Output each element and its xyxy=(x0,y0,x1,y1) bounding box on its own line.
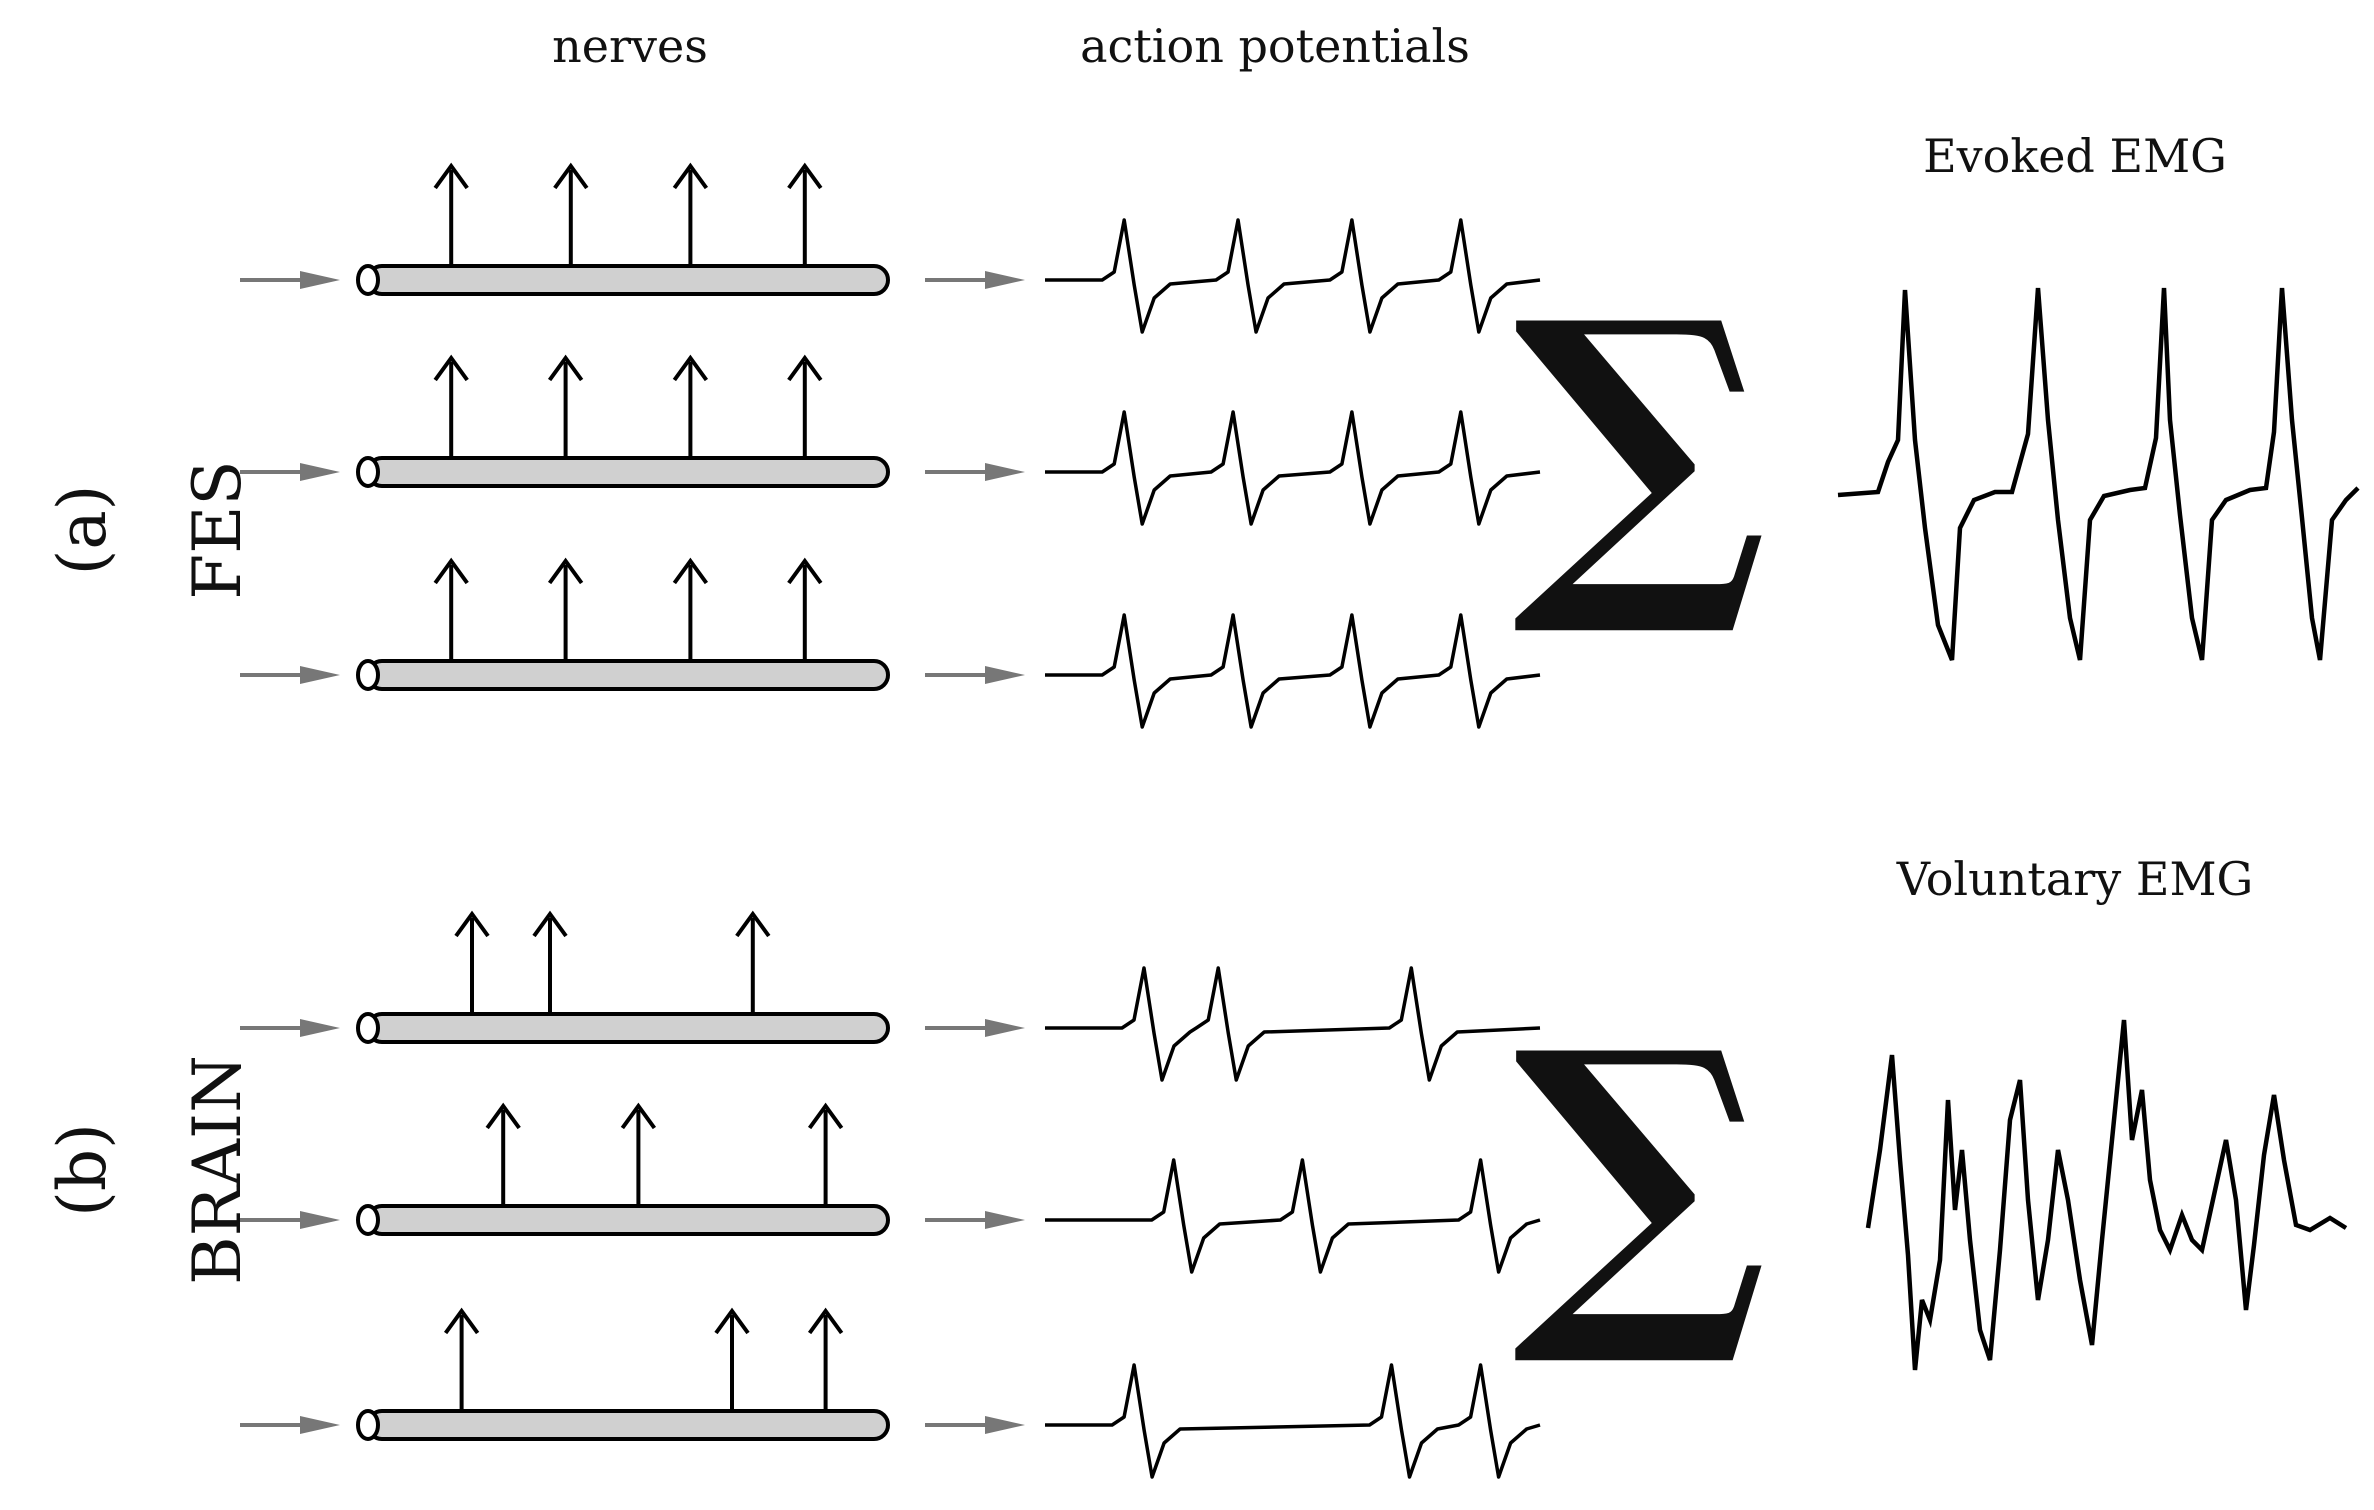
nerve-fiber-end xyxy=(356,1409,380,1441)
spike-arrowhead xyxy=(433,354,469,382)
output-arrowhead xyxy=(985,1211,1025,1229)
spike-arrowhead xyxy=(807,1307,844,1335)
fiber-row xyxy=(240,1102,1541,1274)
output-arrowhead xyxy=(985,1019,1025,1037)
fiber-row xyxy=(240,557,1541,729)
spike-arrowhead xyxy=(485,1102,521,1130)
spike-arrowhead xyxy=(672,557,709,585)
output-arrowhead xyxy=(985,1416,1025,1434)
spike-arrowhead xyxy=(787,162,823,190)
spike-arrowhead xyxy=(620,1102,657,1130)
action-potential-trace xyxy=(1045,1158,1541,1274)
output-arrowhead xyxy=(985,463,1025,481)
input-arrowhead xyxy=(300,1019,340,1037)
action-potentials-header: action potentials xyxy=(1080,19,1470,73)
nerve-fiber-end xyxy=(356,264,380,296)
spike-arrowhead xyxy=(787,354,823,382)
fes-label: FES xyxy=(179,460,256,599)
spike-arrowhead xyxy=(454,910,490,938)
spike-arrowhead xyxy=(443,1307,480,1335)
nerves-header: nerves xyxy=(552,19,708,73)
nerve-fiber xyxy=(366,1204,890,1236)
spike-arrowhead xyxy=(672,354,709,382)
nerve-fiber xyxy=(366,659,890,691)
panel-a: (a) FES Evoked EMG ∑ xyxy=(44,129,2360,729)
input-arrowhead xyxy=(300,271,340,289)
input-arrowhead xyxy=(300,1416,340,1434)
spike-arrowhead xyxy=(672,162,709,190)
panel-a-label: (a) xyxy=(44,485,121,576)
panel-b: (b) BRAIN Voluntary EMG ∑ xyxy=(44,852,2348,1479)
fiber-row xyxy=(240,1307,1541,1479)
nerve-fiber xyxy=(366,456,890,488)
input-arrowhead xyxy=(300,1211,340,1229)
voluntary-emg-title: Voluntary EMG xyxy=(1896,852,2254,906)
input-arrowhead xyxy=(300,666,340,684)
voluntary-emg-trace xyxy=(1865,1019,2348,1371)
nerve-fiber xyxy=(366,1012,890,1044)
sum-symbol-a: ∑ xyxy=(1512,247,1768,646)
fiber-row xyxy=(240,354,1541,526)
spike-arrowhead xyxy=(714,1307,750,1335)
action-potential-trace xyxy=(1045,613,1541,729)
spike-arrowhead xyxy=(547,557,584,585)
evoked-emg-title: Evoked EMG xyxy=(1923,129,2227,183)
action-potential-trace xyxy=(1045,966,1541,1082)
fiber-row xyxy=(240,910,1541,1082)
action-potential-trace xyxy=(1045,218,1541,334)
fibers-b xyxy=(240,910,1541,1479)
nerve-fiber xyxy=(366,1409,890,1441)
panel-b-label: (b) xyxy=(44,1123,121,1217)
nerve-fiber-end xyxy=(356,456,380,488)
nerve-fiber xyxy=(366,264,890,296)
spike-arrowhead xyxy=(433,162,469,190)
nerve-fiber-end xyxy=(356,1204,380,1236)
sum-symbol-b: ∑ xyxy=(1512,977,1768,1376)
evoked-emg-trace xyxy=(1837,287,2360,661)
output-arrowhead xyxy=(985,271,1025,289)
output-arrowhead xyxy=(985,666,1025,684)
input-arrowhead xyxy=(300,463,340,481)
fiber-row xyxy=(240,162,1541,334)
spike-arrowhead xyxy=(433,557,469,585)
nerve-fiber-end xyxy=(356,1012,380,1044)
action-potential-trace xyxy=(1045,410,1541,526)
nerve-fiber-end xyxy=(356,659,380,691)
brain-label: BRAIN xyxy=(179,1055,256,1285)
spike-arrowhead xyxy=(787,557,823,585)
spike-arrowhead xyxy=(553,162,589,190)
spike-arrowhead xyxy=(547,354,584,382)
action-potential-trace xyxy=(1045,1363,1541,1479)
spike-arrowhead xyxy=(735,910,771,938)
spike-arrowhead xyxy=(807,1102,844,1130)
fibers-a xyxy=(240,162,1541,729)
spike-arrowhead xyxy=(532,910,568,938)
